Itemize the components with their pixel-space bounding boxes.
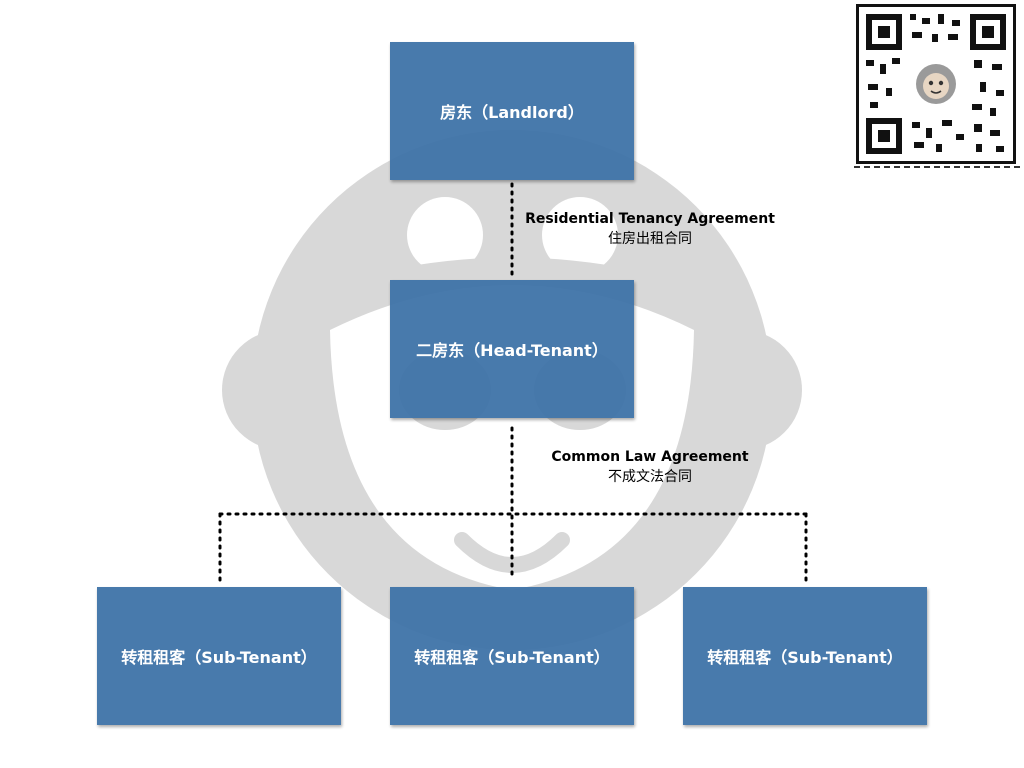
- head-tenant-label: 二房东（Head-Tenant）: [416, 341, 608, 360]
- qr-underline: [854, 166, 1020, 168]
- sub-tenant-node-3: 转租租客（Sub-Tenant）: [683, 587, 927, 725]
- sub-tenant-label: 转租租客（Sub-Tenant）: [707, 648, 903, 667]
- residential-agreement-en: Residential Tenancy Agreement: [525, 211, 775, 227]
- head-tenant-node: 二房东（Head-Tenant）: [390, 280, 634, 418]
- common-law-agreement-en: Common Law Agreement: [551, 449, 749, 465]
- sub-tenant-label: 转租租客（Sub-Tenant）: [121, 648, 317, 667]
- residential-agreement-label: Residential Tenancy Agreement 住房出租合同: [520, 209, 780, 249]
- qr-code-icon: [856, 4, 1016, 164]
- residential-agreement-zh: 住房出租合同: [608, 231, 692, 247]
- sub-tenant-node-2: 转租租客（Sub-Tenant）: [390, 587, 634, 725]
- common-law-agreement-zh: 不成文法合同: [608, 469, 692, 485]
- sub-tenant-label: 转租租客（Sub-Tenant）: [414, 648, 610, 667]
- sub-tenant-node-1: 转租租客（Sub-Tenant）: [97, 587, 341, 725]
- landlord-label: 房东（Landlord）: [440, 103, 584, 122]
- landlord-node: 房东（Landlord）: [390, 42, 634, 180]
- common-law-agreement-label: Common Law Agreement 不成文法合同: [540, 447, 760, 487]
